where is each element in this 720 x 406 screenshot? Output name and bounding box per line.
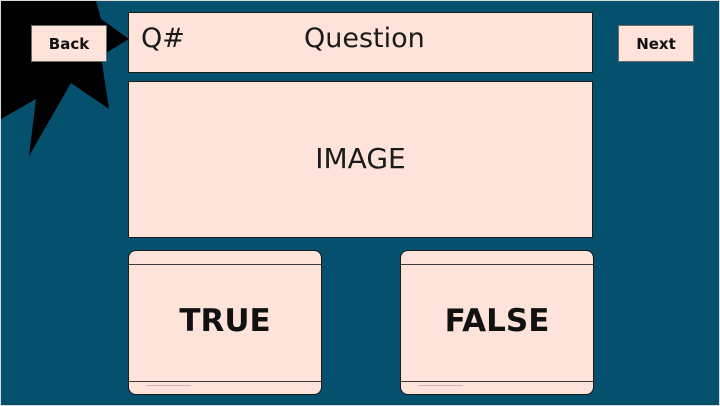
card-faint-line xyxy=(147,385,191,386)
image-placeholder: IMAGE xyxy=(128,81,593,238)
card-divider-bottom xyxy=(129,381,321,382)
question-bar: Q# Question xyxy=(128,12,593,73)
back-button[interactable]: Back xyxy=(31,25,107,62)
image-placeholder-label: IMAGE xyxy=(315,142,406,175)
question-number: Q# xyxy=(141,23,185,54)
card-divider-top xyxy=(129,264,321,265)
true-answer-button[interactable]: TRUE xyxy=(128,250,322,395)
true-answer-label: TRUE xyxy=(179,303,271,339)
next-button[interactable]: Next xyxy=(618,25,694,62)
false-answer-label: FALSE xyxy=(444,303,550,339)
false-answer-button[interactable]: FALSE xyxy=(400,250,594,395)
question-text: Question xyxy=(304,23,425,54)
card-divider-top xyxy=(401,264,593,265)
card-divider-bottom xyxy=(401,381,593,382)
card-faint-line xyxy=(419,385,463,386)
